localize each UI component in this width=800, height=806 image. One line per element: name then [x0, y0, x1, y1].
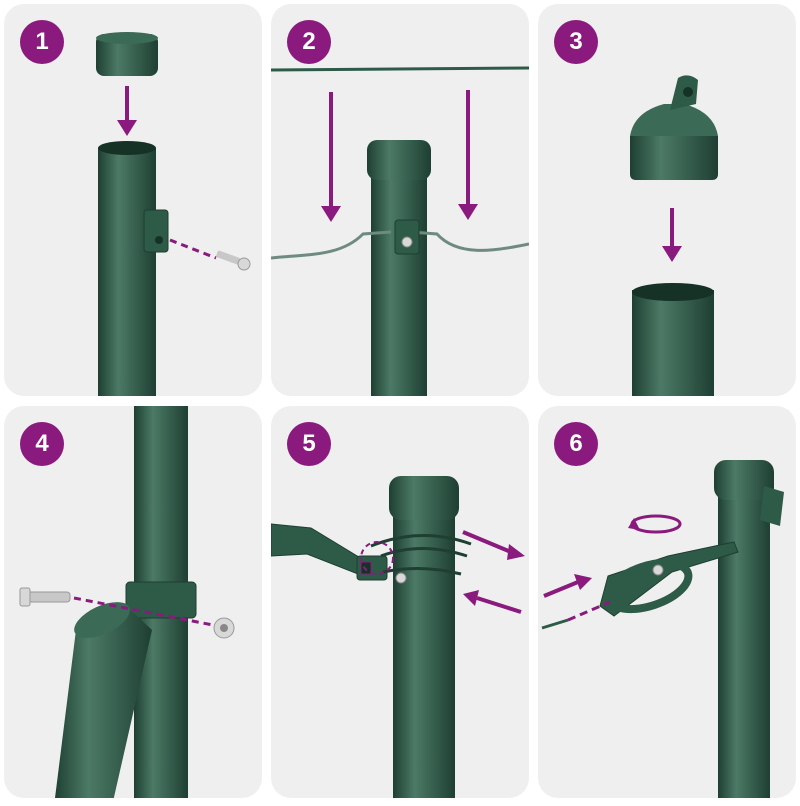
step-panel-4: 4 — [4, 406, 262, 798]
tensioner-attach-icon — [271, 476, 525, 798]
fence-post — [632, 290, 714, 396]
step-number-badge: 6 — [554, 422, 598, 466]
step-panel-6: 6 — [538, 406, 796, 798]
step-panel-1: 1 — [4, 4, 262, 396]
step-number-badge: 2 — [287, 20, 331, 64]
step-number-badge: 5 — [287, 422, 331, 466]
tension-wire — [271, 230, 529, 260]
screw — [216, 250, 241, 265]
step-panel-3: 3 — [538, 4, 796, 396]
step-number-badge: 3 — [554, 20, 598, 64]
fence-post — [393, 496, 455, 798]
step-panel-5: 5 — [271, 406, 529, 798]
step-number-badge: 4 — [20, 422, 64, 466]
support-strut — [55, 604, 152, 798]
collar-bracket — [125, 581, 197, 619]
step-number-badge: 1 — [20, 20, 64, 64]
tensioner — [271, 523, 368, 577]
tensioner-tighten-icon — [541, 460, 784, 798]
fence-post — [718, 476, 770, 798]
end-cap — [389, 476, 459, 520]
end-cap — [367, 140, 431, 180]
top-cap-insert-icon — [630, 75, 718, 396]
strut-bolt-icon — [19, 406, 235, 798]
top-wire — [271, 66, 529, 72]
wire-attach-icon — [271, 66, 529, 396]
step-panel-2: 2 — [271, 4, 529, 396]
wire-loops — [370, 533, 472, 576]
bracket — [143, 209, 169, 253]
end-cap — [96, 34, 158, 76]
end-cap — [714, 460, 774, 500]
fence-post — [371, 154, 427, 396]
end-cap-insert-icon — [96, 32, 251, 396]
fence-post — [98, 148, 156, 396]
tensioner — [599, 541, 739, 617]
